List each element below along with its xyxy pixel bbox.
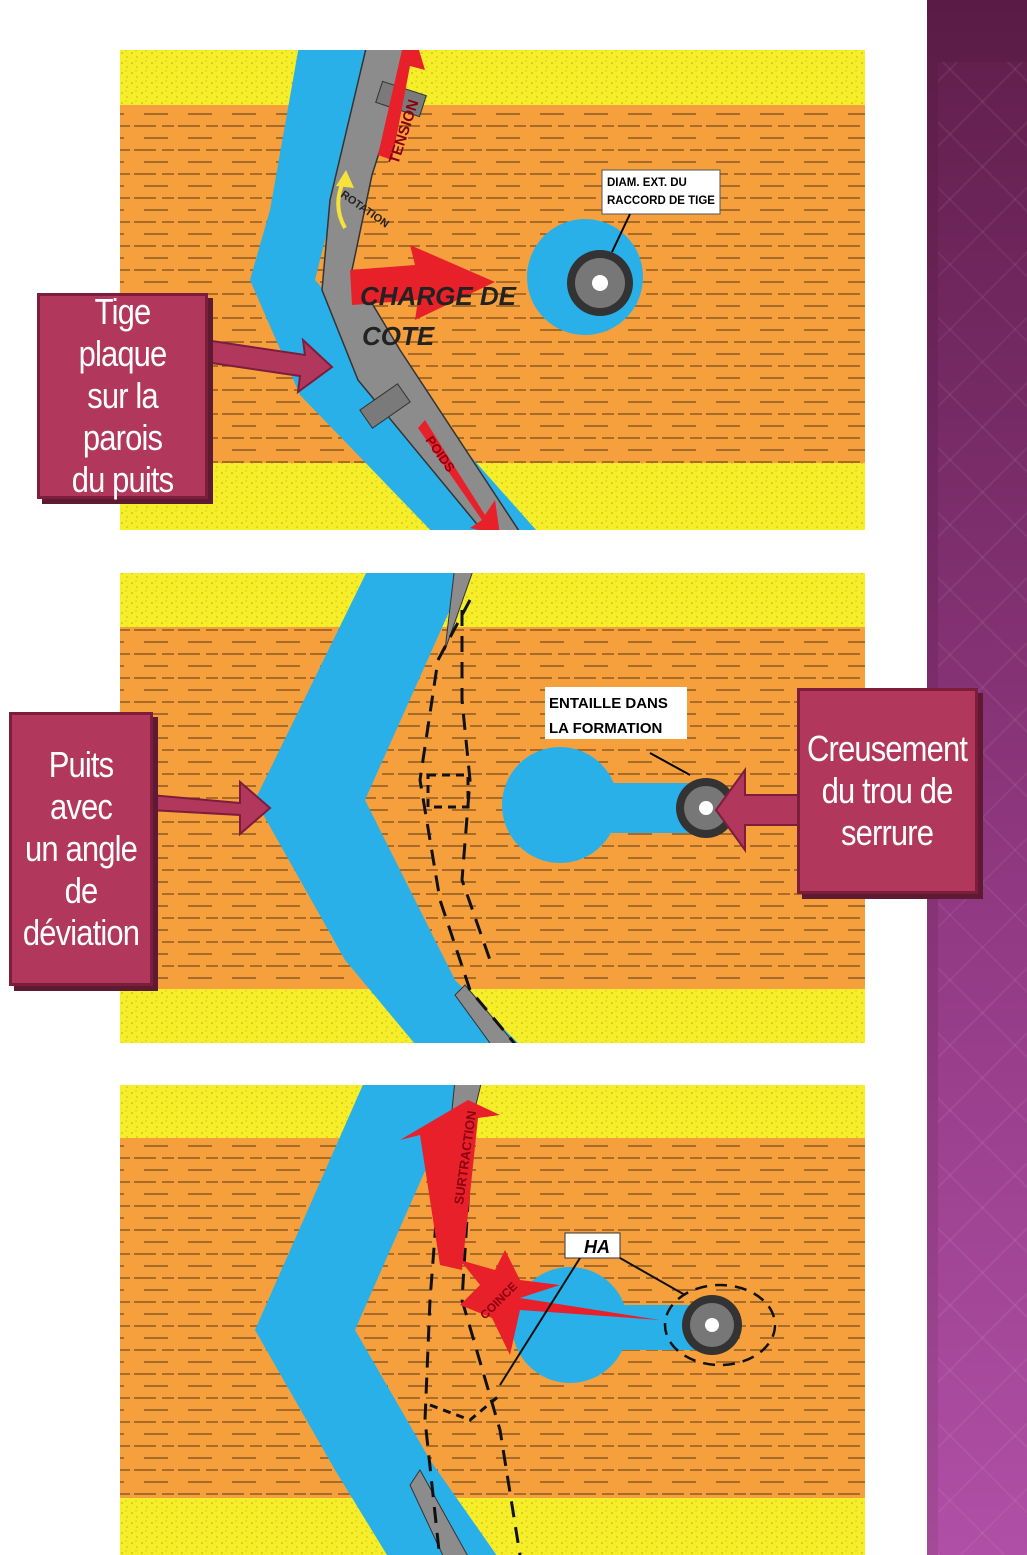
callout-tige-plaque: Tige plaque sur la parois du puits — [37, 293, 208, 499]
callout-puits-angle: Puits avec un angle de déviation — [9, 712, 153, 986]
ha-label: HA — [584, 1237, 610, 1257]
side-load-label-1: CHARGE DE — [360, 281, 517, 311]
callout-puits-angle-text: Puits avec un angle de déviation — [22, 744, 141, 954]
diam-label-1: DIAM. EXT. DU — [607, 177, 687, 189]
entaille-label-2: LA FORMATION — [549, 720, 662, 737]
panel-stuck-in-keyseat — [120, 1080, 865, 1555]
entaille-label-1: ENTAILLE DANS — [549, 695, 668, 712]
callout-creusement-text: Creusement du trou de serrure — [807, 728, 967, 854]
side-load-label-2: COTE — [362, 321, 435, 351]
diam-label-2: RACCORD DE TIGE — [607, 195, 715, 207]
callout-creusement: Creusement du trou de serrure — [797, 688, 978, 894]
callout-tige-plaque-text: Tige plaque sur la parois du puits — [52, 291, 194, 501]
